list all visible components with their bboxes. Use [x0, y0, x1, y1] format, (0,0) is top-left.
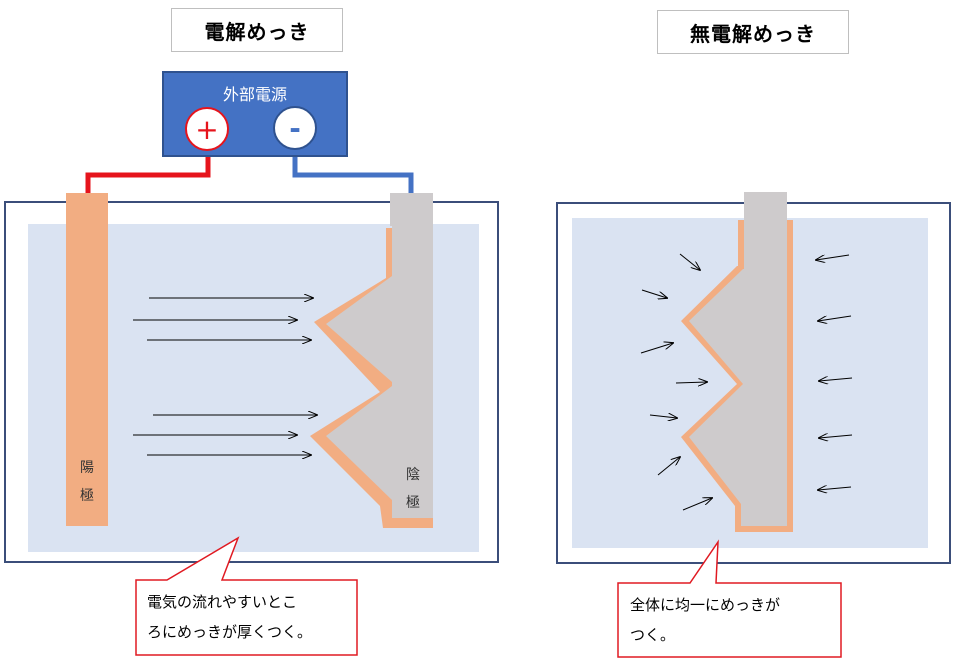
cathode-label-2: 極	[406, 495, 420, 511]
anode-label-1: 陽	[80, 460, 94, 476]
reaction-arrow	[816, 254, 850, 260]
power-supply-label: 外部電源	[223, 85, 287, 104]
positive-terminal-icon	[185, 107, 229, 151]
reaction-arrow	[819, 378, 853, 381]
right-title-text: 無電解めっき	[690, 21, 816, 46]
reaction-arrow	[649, 415, 677, 418]
negative-wire	[292, 146, 414, 196]
reaction-arrow	[818, 315, 852, 321]
anode-label-2: 極	[80, 488, 94, 504]
reaction-arrow	[640, 343, 673, 354]
positive-terminal-symbol: +	[195, 113, 218, 146]
right-callout	[617, 539, 842, 658]
reaction-arrow	[679, 253, 700, 270]
reaction-arrow	[675, 382, 707, 383]
anode	[66, 193, 108, 526]
negative-terminal-icon	[273, 106, 317, 150]
reaction-arrow	[641, 289, 667, 298]
positive-wire	[85, 146, 211, 196]
reaction-arrow	[657, 457, 680, 476]
reaction-arrow	[682, 498, 712, 511]
current-arrows	[133, 298, 317, 455]
cathode	[326, 193, 433, 518]
left-title-text: 電解めっき	[204, 19, 310, 44]
negative-terminal-symbol: -	[289, 112, 301, 145]
workpiece	[689, 192, 787, 526]
right-callout-text: 全体に均一にめっきが つく。	[630, 596, 781, 644]
right-title: 無電解めっき	[657, 10, 849, 54]
left-title: 電解めっき	[171, 8, 343, 52]
left-callout	[135, 536, 358, 656]
left-callout-text: 電気の流れやすいとこ ろにめっきが厚くつく。	[147, 593, 313, 641]
reaction-arrows	[640, 253, 853, 511]
reaction-arrow	[819, 435, 853, 438]
reaction-arrow	[818, 487, 852, 490]
cathode-label-1: 陰	[406, 467, 420, 483]
